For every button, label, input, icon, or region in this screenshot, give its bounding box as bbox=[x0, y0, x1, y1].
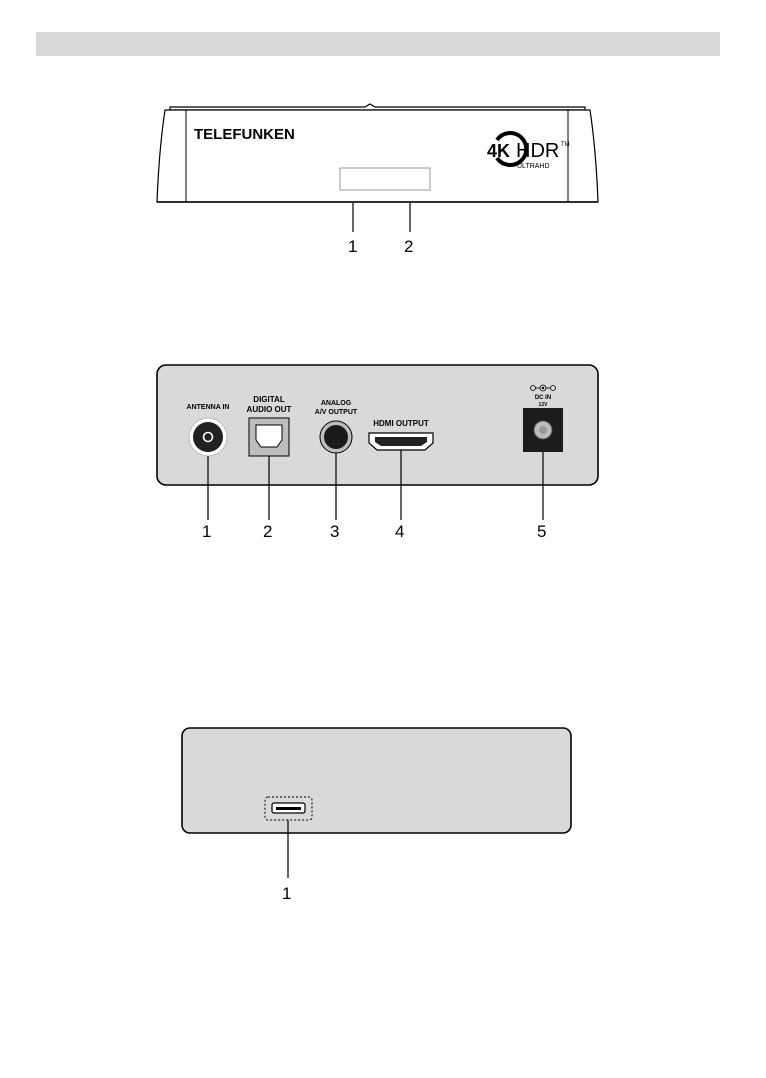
svg-text:HDR: HDR bbox=[516, 140, 559, 162]
side-callout-1: 1 bbox=[282, 884, 291, 903]
svg-text:4: 4 bbox=[395, 522, 404, 541]
front-callout-2: 2 bbox=[404, 237, 413, 256]
svg-text:A/V OUTPUT: A/V OUTPUT bbox=[315, 409, 358, 416]
front-display-window bbox=[340, 168, 430, 190]
svg-text:12V: 12V bbox=[539, 402, 549, 408]
usb-port bbox=[265, 797, 312, 820]
svg-text:AUDIO OUT: AUDIO OUT bbox=[247, 405, 292, 414]
svg-text:3: 3 bbox=[330, 522, 339, 541]
svg-text:1: 1 bbox=[202, 522, 211, 541]
svg-text:DIGITAL: DIGITAL bbox=[253, 395, 285, 404]
svg-text:5: 5 bbox=[537, 522, 546, 541]
svg-text:HDMI OUTPUT: HDMI OUTPUT bbox=[373, 419, 429, 428]
svg-text:ANALOG: ANALOG bbox=[321, 400, 352, 407]
side-panel: 1 bbox=[182, 728, 571, 903]
svg-text:TM: TM bbox=[561, 142, 570, 148]
front-callout-1: 1 bbox=[348, 237, 357, 256]
back-panel: ANTENNA IN 1 DIGITAL AUDIO OUT 2 ANALOG … bbox=[157, 365, 598, 541]
svg-text:4K: 4K bbox=[487, 141, 510, 161]
svg-text:ULTRAHD: ULTRAHD bbox=[517, 163, 550, 170]
front-panel: TELEFUNKEN 4K HDR TM ULTRAHD 1 2 bbox=[157, 104, 598, 256]
svg-text:DC IN: DC IN bbox=[535, 395, 551, 401]
svg-text:2: 2 bbox=[263, 522, 272, 541]
svg-text:ANTENNA IN: ANTENNA IN bbox=[187, 404, 230, 411]
brand-logo: TELEFUNKEN bbox=[194, 126, 295, 143]
